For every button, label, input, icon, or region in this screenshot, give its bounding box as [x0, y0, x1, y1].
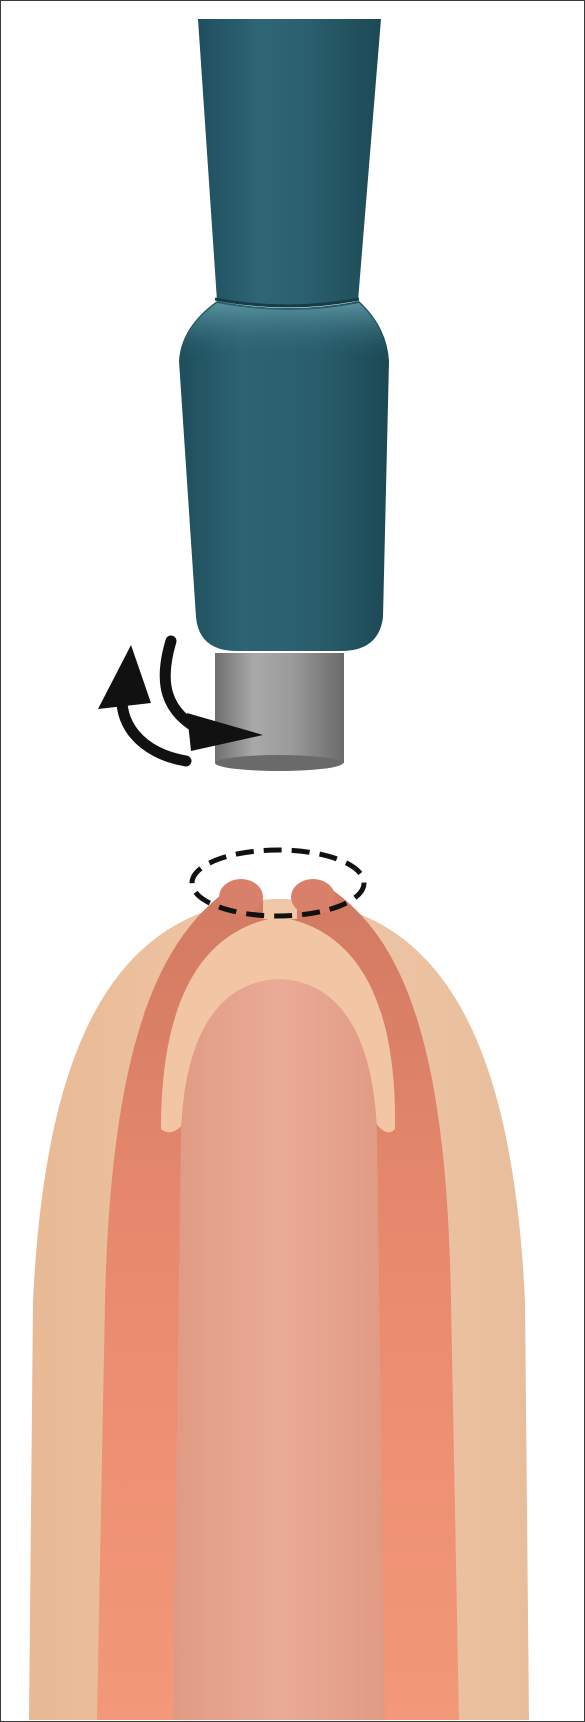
- handpiece-body-highlight: [181, 303, 387, 357]
- tissue-lobe-right: [291, 879, 335, 915]
- rotary-tip-icon: [215, 653, 344, 771]
- rotation-arrowhead-left: [98, 645, 151, 709]
- tissue-core: [173, 979, 385, 1720]
- handpiece-shaft: [198, 19, 381, 306]
- rotary-tip-end: [215, 755, 343, 771]
- tissue-cross-section-icon: [29, 879, 529, 1720]
- handpiece-icon: [179, 19, 389, 651]
- rotary-tip: [215, 653, 344, 769]
